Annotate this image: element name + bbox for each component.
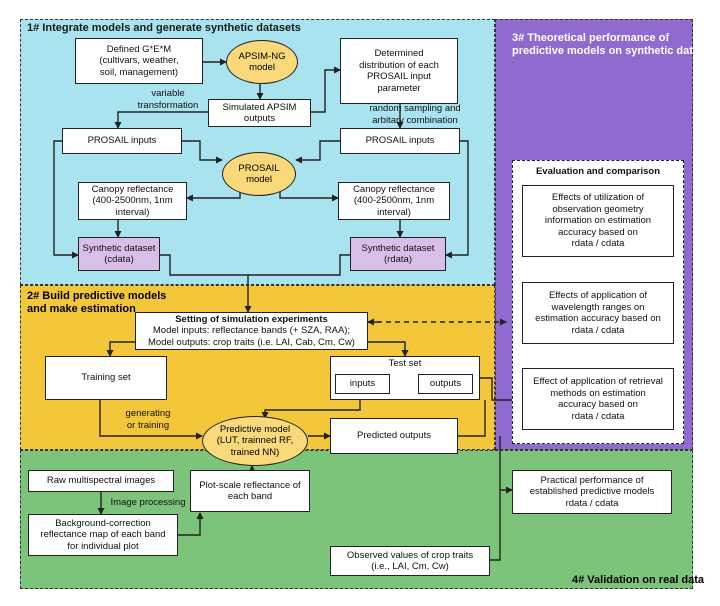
prosail-inputs-left-box: PROSAIL inputs bbox=[62, 128, 182, 154]
e1-line4: accuracy based on bbox=[558, 226, 638, 238]
bg-line2: reflectance map of each band bbox=[40, 529, 166, 541]
prac-line3: rdata / cdata bbox=[565, 497, 619, 509]
test-outputs-box: outputs bbox=[418, 374, 473, 394]
random-sampling-label: random sampling and arbitary combination bbox=[356, 103, 474, 126]
canopy-left-line3: interval) bbox=[115, 206, 150, 218]
apsim-model-ellipse: APSIM-NG model bbox=[226, 40, 298, 84]
synth-c-line2: (cdata) bbox=[104, 254, 134, 265]
e3-line1: Effect of application of retrieval bbox=[533, 376, 663, 387]
prosail-model-ellipse: PROSAIL model bbox=[222, 152, 296, 196]
canopy-left-line1: Canopy reflectance bbox=[91, 183, 174, 195]
setting-line3: Model outputs: crop traits (i.e. LAI, Ca… bbox=[148, 336, 355, 348]
gen-line2: or training bbox=[126, 419, 170, 431]
region4-title: 4# Validation on real data bbox=[572, 574, 705, 586]
effect-wavelength-ranges-box: Effects of application of wavelength ran… bbox=[522, 282, 674, 344]
canopy-reflectance-left-box: Canopy reflectance (400-2500nm, 1nm inte… bbox=[78, 182, 187, 220]
gem-line3: soil, management) bbox=[99, 66, 179, 78]
e3-line4: rdata / cdata bbox=[571, 410, 625, 422]
effect-retrieval-methods-box: Effect of application of retrieval metho… bbox=[522, 368, 674, 430]
setting-title: Setting of simulation experiments bbox=[175, 313, 328, 325]
synthetic-dataset-rdata-box: Synthetic dataset (rdata) bbox=[350, 237, 446, 271]
prosail-inputs-right-box: PROSAIL inputs bbox=[340, 128, 460, 154]
dist-line4: parameter bbox=[377, 82, 421, 94]
apsim-line2: model bbox=[249, 62, 275, 73]
test-inputs-box: inputs bbox=[335, 374, 390, 394]
generating-training-label: generating or training bbox=[108, 408, 188, 431]
canopy-reflectance-right-box: Canopy reflectance (400-2500nm, 1nm inte… bbox=[338, 182, 450, 220]
plot-scale-reflectance-box: Plot-scale reflectance of each band bbox=[190, 470, 310, 512]
gem-line2: (cultivars, weather, bbox=[99, 55, 179, 67]
effect-observation-geometry-box: Effects of utilization of observation ge… bbox=[522, 185, 674, 257]
pred-line3: trained NN) bbox=[230, 446, 280, 458]
synthetic-dataset-cdata-box: Synthetic dataset (cdata) bbox=[78, 237, 160, 271]
image-processing-label: Image processing bbox=[110, 497, 186, 508]
e1-line1: Effects of utilization of bbox=[551, 192, 645, 204]
setting-simulation-box: Setting of simulation experiments Model … bbox=[135, 312, 368, 350]
bg-line3: for individual plot bbox=[67, 540, 139, 552]
bg-line1: Background-correction bbox=[55, 517, 151, 529]
e1-line3: information on estimation bbox=[544, 215, 652, 227]
gen-line1: generating bbox=[125, 408, 171, 419]
e1-line2: observation geometry bbox=[552, 203, 644, 215]
rand-line1: random sampling and bbox=[369, 103, 461, 114]
e2-line2: wavelength ranges on bbox=[551, 301, 645, 313]
raw-multispectral-box: Raw multispectral images bbox=[28, 470, 174, 492]
evaluation-title: Evaluation and comparison bbox=[535, 166, 661, 177]
dist-line2: distribution of each bbox=[359, 59, 439, 71]
e1-line5: rdata / cdata bbox=[571, 238, 625, 250]
predictive-model-ellipse: Predictive model (LUT, trainned RF, trai… bbox=[202, 416, 308, 466]
prosail-line1: PROSAIL bbox=[238, 162, 280, 174]
e3-line3: accuracy based on bbox=[558, 399, 638, 410]
simulated-apsim-outputs-box: Simulated APSIM outputs bbox=[208, 99, 311, 127]
e2-line3: estimation accuracy based on bbox=[535, 313, 661, 324]
synth-r-line2: (rdata) bbox=[384, 254, 412, 265]
sim-line1: Simulated APSIM bbox=[222, 101, 297, 113]
canopy-right-line3: interval) bbox=[377, 206, 411, 218]
region3-title-line1: 3# Theoretical performance of bbox=[512, 32, 670, 44]
gem-line1: Defined G*E*M bbox=[106, 43, 172, 55]
e2-line1: Effects of application of bbox=[548, 290, 648, 301]
predicted-outputs-box: Predicted outputs bbox=[330, 418, 458, 454]
plot-line1: Plot-scale reflectance of bbox=[199, 479, 301, 491]
test-set-label: Test set bbox=[388, 358, 422, 369]
rand-line2: arbitary combination bbox=[372, 114, 458, 126]
setting-line2: Model inputs: reflectance bands (+ SZA, … bbox=[152, 325, 351, 337]
background-correction-box: Background-correction reflectance map of… bbox=[28, 514, 178, 556]
obs-line1: Observed values of crop traits bbox=[346, 549, 474, 561]
apsim-line1: APSIM-NG bbox=[238, 50, 286, 62]
dist-line3: PROSAIL input bbox=[366, 71, 432, 82]
region2-title-line2: and make estimation bbox=[27, 303, 136, 315]
prac-line1: Practical performance of bbox=[540, 474, 644, 486]
variable-transformation-label: variable transformation bbox=[128, 88, 208, 111]
observed-values-box: Observed values of crop traits (i.e., LA… bbox=[330, 546, 490, 576]
training-set-box: Training set bbox=[45, 356, 167, 400]
canopy-left-line2: (400-2500nm, 1nm bbox=[92, 195, 173, 207]
determined-distribution-box: Determined distribution of each PROSAIL … bbox=[340, 38, 458, 104]
region3-title-line2: predictive models on synthetic data bbox=[512, 45, 700, 57]
synth-c-line1: Synthetic dataset bbox=[82, 242, 156, 254]
e2-line4: rdata / cdata bbox=[571, 324, 625, 336]
region2-title-line1: 2# Build predictive models bbox=[27, 290, 167, 302]
pred-line1: Predictive model bbox=[219, 423, 291, 435]
dist-line1: Determined bbox=[374, 48, 424, 59]
e3-line2: methods on estimation bbox=[550, 387, 646, 399]
var-line2: transformation bbox=[137, 99, 199, 111]
practical-performance-box: Practical performance of established pre… bbox=[512, 470, 672, 514]
canopy-right-line1: Canopy reflectance bbox=[353, 183, 435, 195]
pred-line2: (LUT, trainned RF, bbox=[216, 435, 294, 447]
var-line1: variable bbox=[151, 88, 185, 99]
synth-r-line1: Synthetic dataset bbox=[361, 242, 435, 254]
plot-line2: each band bbox=[227, 491, 273, 502]
obs-line2: (i.e., LAI, Cm, Cw) bbox=[371, 561, 449, 572]
canopy-right-line2: (400-2500nm, 1nm bbox=[353, 195, 435, 207]
gem-box: Defined G*E*M (cultivars, weather, soil,… bbox=[75, 38, 203, 84]
prosail-line2: model bbox=[246, 174, 272, 185]
sim-line2: outputs bbox=[243, 113, 276, 124]
prac-line2: established predictive models bbox=[529, 486, 655, 498]
region1-title: 1# Integrate models and generate synthet… bbox=[27, 22, 301, 34]
